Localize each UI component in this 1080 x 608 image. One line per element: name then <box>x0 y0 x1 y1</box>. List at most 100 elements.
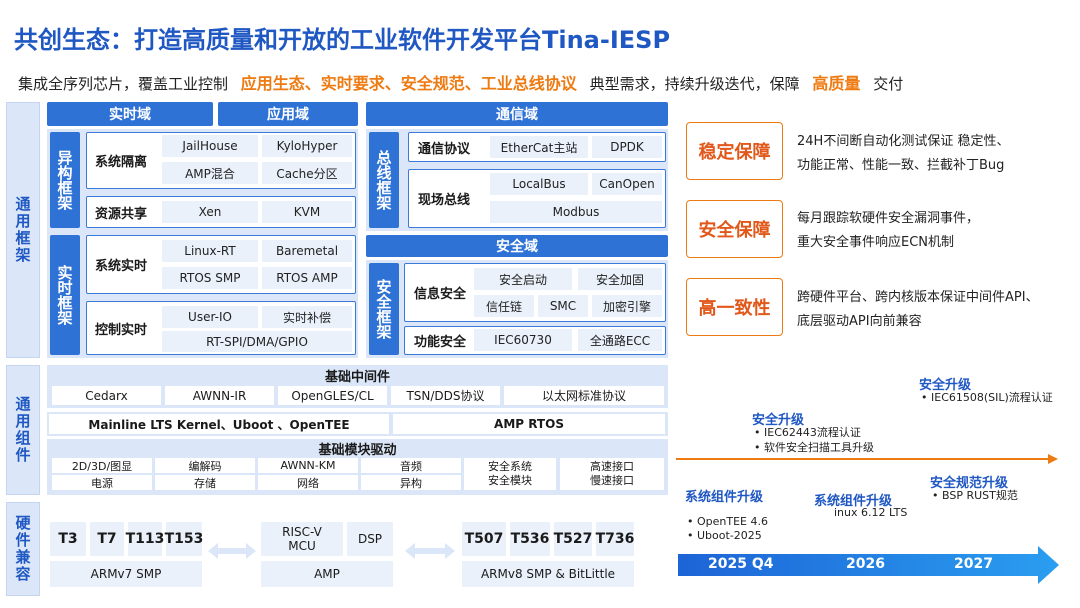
year-2027: 2027 <box>954 556 993 572</box>
drv-io-block: 高速接口 慢速接口 <box>560 458 664 490</box>
arch-armv7-smp: ARMv7 SMP <box>50 561 202 587</box>
framework-safety: 安全框架 <box>369 263 399 355</box>
chip-t113: T113 <box>126 522 164 556</box>
guarantee-consistency: 高一致性 <box>686 278 783 336</box>
guarantee-stability-desc-line2: 功能正常、性能一致、拦截补丁Bug <box>797 158 1005 173</box>
subtitle-part3: 交付 <box>873 75 904 93</box>
band-general-framework: 通用框架 <box>6 102 40 358</box>
subtitle-part2: 典型需求，持续升级迭代，保障 <box>589 75 800 93</box>
subtitle: 集成全序列芯片，覆盖工业控制 应用生态、实时要求、安全规范、工业总线协议 典型需… <box>18 70 903 94</box>
drv-audio: 音频 <box>361 458 461 473</box>
chip-riscv-mcu: RISC-V MCU <box>261 522 343 556</box>
guarantee-consistency-desc-line1: 跨硬件平台、跨内核版本保证中间件API、 <box>797 290 1039 305</box>
chip-t736: T736 <box>596 522 634 556</box>
arch-amp: AMP <box>261 561 393 587</box>
cell-xen: Xen <box>162 201 258 223</box>
cell-modbus: Modbus <box>490 201 662 223</box>
cell-canopen: CanOpen <box>592 173 662 195</box>
roadmap-2026-component-title: 系统组件升级 <box>814 494 893 509</box>
drv-hetero: 异构 <box>361 475 461 490</box>
amp-rtos-bar: AMP RTOS <box>393 414 665 434</box>
guarantee-security: 安全保障 <box>686 200 783 258</box>
cell-rtos-amp: RTOS AMP <box>262 267 352 289</box>
roadmap-2027-safety-item: • IEC61508(SIL)流程认证 <box>921 391 1053 404</box>
roadmap-2027-safety-title: 安全升级 <box>919 378 972 393</box>
cell-rt-compensation: 实时补偿 <box>262 306 352 328</box>
chip-t7: T7 <box>90 522 124 556</box>
label-system-isolation: 系统隔离 <box>95 155 148 170</box>
kernel-bar: Mainline LTS Kernel、Uboot 、OpenTEE <box>49 414 389 434</box>
drv-power: 电源 <box>52 475 152 490</box>
drv-safety-block: 安全系统 安全模块 <box>464 458 556 490</box>
roadmap-2025-component-item2: • Uboot-2025 <box>687 529 762 542</box>
drv-high-speed-io: 高速接口 <box>590 460 634 473</box>
subtitle-highlight-2: 高质量 <box>812 74 861 93</box>
roadmap-2026-safety-title: 安全升级 <box>752 413 805 428</box>
cell-crypto-engine: 加密引擎 <box>592 295 662 317</box>
cell-cache-partition: Cache分区 <box>262 162 352 184</box>
orange-timeline-arrow <box>676 454 1058 464</box>
subtitle-part1: 集成全序列芯片，覆盖工业控制 <box>18 75 229 93</box>
guarantee-security-desc-line2: 重大安全事件响应ECN机制 <box>797 235 955 250</box>
drv-codec: 编解码 <box>155 458 255 473</box>
cell-iec60730: IEC60730 <box>474 329 572 351</box>
roadmap-2026-component-item: inux 6.12 LTS <box>834 506 908 519</box>
label-system-realtime: 系统实时 <box>95 259 148 274</box>
cell-kylohyper: KyloHyper <box>262 135 352 157</box>
label-fieldbus: 现场总线 <box>418 193 471 208</box>
cell-jailhouse: JailHouse <box>162 135 258 157</box>
drv-low-speed-io: 慢速接口 <box>590 474 634 487</box>
cell-rt-spi-dma-gpio: RT-SPI/DMA/GPIO <box>162 331 352 352</box>
year-timeline-arrow <box>678 546 1059 584</box>
framework-hetero: 异构框架 <box>50 132 80 228</box>
arch-armv8-smp-biglittle: ARMv8 SMP & BitLittle <box>462 561 634 587</box>
chip-t536: T536 <box>510 522 550 556</box>
domain-header-comm: 通信域 <box>366 102 668 126</box>
guarantee-security-desc-line1: 每月跟踪软硬件安全漏洞事件， <box>797 211 980 226</box>
drv-safety-system: 安全系统 <box>488 460 532 473</box>
roadmap-2026-safety-item2: • 软件安全扫描工具升级 <box>754 441 874 454</box>
cell-full-path-ecc: 全通路ECC <box>578 329 662 351</box>
drv-network: 网络 <box>258 475 358 490</box>
roadmap-2026-safety-item1: • IEC62443流程认证 <box>754 426 861 439</box>
cell-dpdk: DPDK <box>592 136 662 158</box>
guarantee-stability-desc: 24H不间断自动化测试保证 稳定性、 功能正常、性能一致、拦截补丁Bug <box>797 130 1077 178</box>
cell-baremetal: Baremetal <box>262 240 352 262</box>
label-info-security: 信息安全 <box>414 287 467 302</box>
mw-opengles-cl: OpenGLES/CL <box>278 386 387 405</box>
middleware-header: 基础中间件 <box>324 369 390 385</box>
cell-secure-boot: 安全启动 <box>474 268 572 290</box>
roadmap-2025-component-item1: • OpenTEE 4.6 <box>687 515 768 528</box>
double-arrow-icon-2 <box>405 543 455 559</box>
cell-kvm: KVM <box>262 201 352 223</box>
cell-smc: SMC <box>538 295 588 317</box>
guarantee-stability: 稳定保障 <box>686 122 783 180</box>
chip-t153: T153 <box>165 522 203 556</box>
mw-cedarx: Cedarx <box>52 386 161 405</box>
guarantee-stability-desc-line1: 24H不间断自动化测试保证 稳定性、 <box>797 134 1010 149</box>
drv-safety-module: 安全模块 <box>488 474 532 487</box>
guarantee-security-desc: 每月跟踪软硬件安全漏洞事件， 重大安全事件响应ECN机制 <box>797 207 1077 255</box>
chip-riscv-line2: MCU <box>288 539 316 553</box>
domain-header-safety: 安全域 <box>366 235 668 257</box>
guarantee-consistency-desc-line2: 底层驱动API向前兼容 <box>797 314 922 329</box>
cell-linux-rt: Linux-RT <box>162 240 258 262</box>
label-comm-protocol: 通信协议 <box>418 141 471 157</box>
framework-realtime: 实时框架 <box>50 235 80 355</box>
chip-dsp: DSP <box>347 522 393 556</box>
driver-header: 基础模块驱动 <box>318 442 397 458</box>
chip-riscv-line1: RISC-V <box>282 525 322 539</box>
drv-storage: 存储 <box>155 475 255 490</box>
cell-rtos-smp: RTOS SMP <box>162 267 258 289</box>
band-hardware-compat: 硬件兼容 <box>6 502 40 596</box>
drv-2d3d-display: 2D/3D/图显 <box>52 458 152 473</box>
domain-header-app: 应用域 <box>218 102 358 126</box>
drv-awnn-km: AWNN-KM <box>258 458 358 473</box>
domain-header-realtime: 实时域 <box>47 102 213 126</box>
guarantee-consistency-desc: 跨硬件平台、跨内核版本保证中间件API、 底层驱动API向前兼容 <box>797 286 1077 334</box>
mw-ethernet-protocol: 以太网标准协议 <box>504 386 664 405</box>
cell-ethercat-master: EtherCat主站 <box>490 136 588 158</box>
mw-tsn-dds: TSN/DDS协议 <box>391 386 500 405</box>
label-control-realtime: 控制实时 <box>95 322 148 338</box>
chip-t527: T527 <box>554 522 592 556</box>
